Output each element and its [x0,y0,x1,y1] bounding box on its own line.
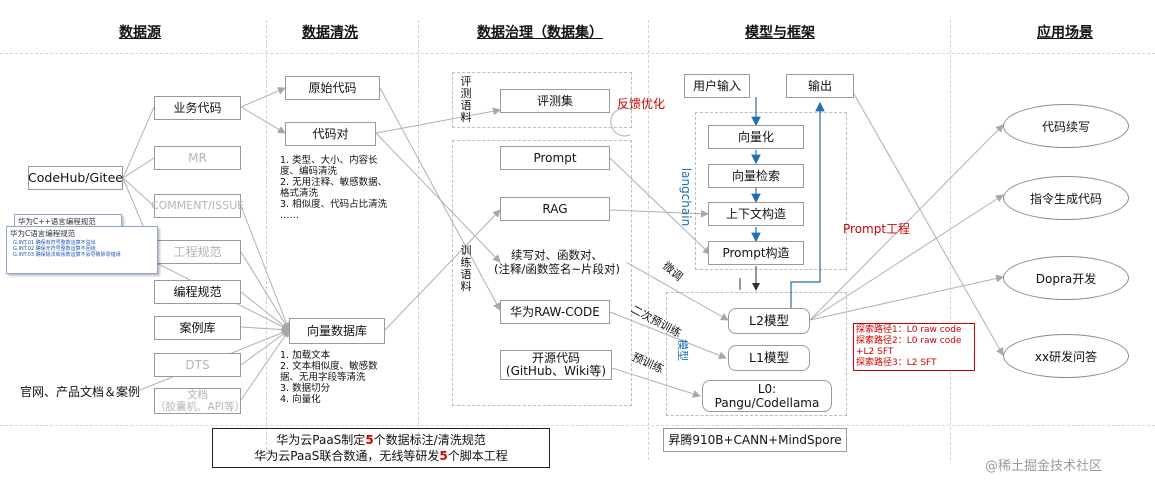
exploration-path: 探索路径3：L2 SFT [856,358,937,368]
eval-corpus-label: 评测语料 [460,75,472,124]
app-instruction-codegen: 指令生成代码 [1003,176,1129,220]
summary-line-1: 华为云PaaS制定5个数据标注/清洗规范 [213,432,549,448]
prompt-data-node: Prompt [500,146,610,170]
user-input-node: 用户输入 [684,74,750,98]
summary-count: 5 [365,433,374,447]
code-pairs-node: 代码对 [285,122,376,146]
eval-set-node: 评测集 [500,89,610,113]
header-governance: 数据治理（数据集） [477,25,603,41]
note-line: 2. 文本相似度、敏感数据、无用字段等清洗 [280,361,378,383]
exploration-path: 探索路径2：L0 raw code +L2 SFT [856,336,962,357]
l1-model-node: L1模型 [728,345,810,371]
vector-retrieve-node: 向量检索 [708,164,804,188]
codehub-node: CodeHub/Gitee [28,166,123,190]
watermark: @稀土掘金技术社区 [985,459,1103,474]
column-divider [648,20,649,460]
vector-cleaning-notes: 1. 加载文本 2. 文本相似度、敏感数据、无用字段等清洗 3. 数据切分 4.… [280,350,392,405]
comment-issue-node: COMMENT/ISSUE [151,194,244,218]
header-apps: 应用场景 [1037,25,1093,41]
eval-corpus-group [452,72,632,128]
output-node: 输出 [786,74,854,98]
header-source: 数据源 [119,25,161,41]
summary-text: 华为云PaaS制定 [276,433,366,447]
summary-count: 5 [439,449,448,463]
vector-db-node: 向量数据库 [289,318,385,344]
summary-text: 华为云PaaS联合数通，无线等研发 [254,449,440,463]
vectorize-node: 向量化 [708,125,804,149]
prompt-engineering-label: Prompt工程 [843,222,911,236]
app-rd-qa: xx研发问答 [1003,334,1129,378]
dts-node: DTS [154,353,241,377]
context-build-node: 上下文构造 [708,202,804,226]
engineering-spec-node: 工程规范 [154,240,241,264]
column-divider [950,20,951,460]
note-line: 4. 向量化 [280,394,321,405]
exploration-paths-box: 探索路径1：L0 raw code 探索路径2：L0 raw code +L2 … [853,323,975,371]
column-divider [266,20,267,460]
model-group [666,292,847,416]
mr-node: MR [154,146,241,170]
l2-model-node: L2模型 [728,308,810,334]
thumbnail-line: G.INT.03 确保除法和余数运算不会导致除零错误 [13,252,121,258]
header-rule [0,53,1155,54]
train-corpus-label: 训练语料 [460,244,472,293]
raw-code-node: 原始代码 [285,76,380,100]
thumbnail-line: G.INT.02 确保无符号整数运算不回绕 [13,246,96,252]
langchain-label: langchain [679,167,694,227]
pairs-cleaning-notes: 1. 类型、大小、内容长度、编码清洗 2. 无用注释、敏感数据、格式清洗 3. … [280,155,390,221]
rag-data-node: RAG [500,197,610,221]
prompt-build-node: Prompt构造 [708,241,804,265]
coding-spec-node: 编程规范 [154,280,241,304]
app-dopra-dev: Dopra开发 [1003,256,1129,300]
thumbnail-title: 华为C语言编程规范 [10,229,76,238]
thumbnail-line: G.INT.01 确保有符号整数运算不溢出 [13,240,96,246]
official-docs-label: 官网、产品文档＆案例 [20,385,141,399]
header-model: 模型与框架 [745,25,815,41]
footer-rule [0,425,1155,426]
column-divider [418,20,419,460]
hardware-stack-node: 昇腾910B+CANN+MindSpore [663,428,847,452]
summary-line-2: 华为云PaaS联合数通，无线等研发5个脚本工程 [213,448,549,464]
model-group-label: 模型 [676,339,689,361]
note-line: 1. 类型、大小、内容长度、编码清洗 [280,155,378,177]
continuation-pairs-label: 续写对、函数对、 (注释/函数签名~片段对) [494,248,620,276]
open-source-node: 开源代码 (GitHub、Wiki等) [500,350,612,380]
case-library-node: 案例库 [154,316,241,340]
summary-text: 个脚本工程 [447,449,508,463]
note-line: 3. 相似度、代码占比清洗 [280,199,388,210]
train-corpus-group [452,140,632,406]
thumbnail-title: 华为C++语言编程规范 [18,217,96,226]
docs-node: 文档 （胶囊机、API等） [154,388,246,414]
exploration-path: 探索路径1：L0 raw code [856,325,962,335]
raw-code-dataset-node: 华为RAW-CODE [500,300,610,324]
langchain-group [695,112,847,270]
note-line: 3. 数据切分 [280,383,331,394]
business-code-node: 业务代码 [154,96,241,120]
note-line: …… [280,210,299,221]
coding-standard-thumbnail-front: 华为C语言编程规范 G.INT.01 确保有符号整数运算不溢出 G.INT.02… [6,226,158,274]
header-cleaning: 数据清洗 [302,25,358,41]
note-line: 1. 加载文本 [280,350,331,361]
feedback-label: 反馈优化 [617,97,666,111]
summary-text: 个数据标注/清洗规范 [373,433,486,447]
note-line: 2. 无用注释、敏感数据、格式清洗 [280,177,388,199]
bottom-summary-box: 华为云PaaS制定5个数据标注/清洗规范 华为云PaaS联合数通，无线等研发5个… [212,428,550,468]
app-code-continue: 代码续写 [1003,104,1129,148]
l0-model-node: L0: Pangu/Codellama [702,380,832,412]
